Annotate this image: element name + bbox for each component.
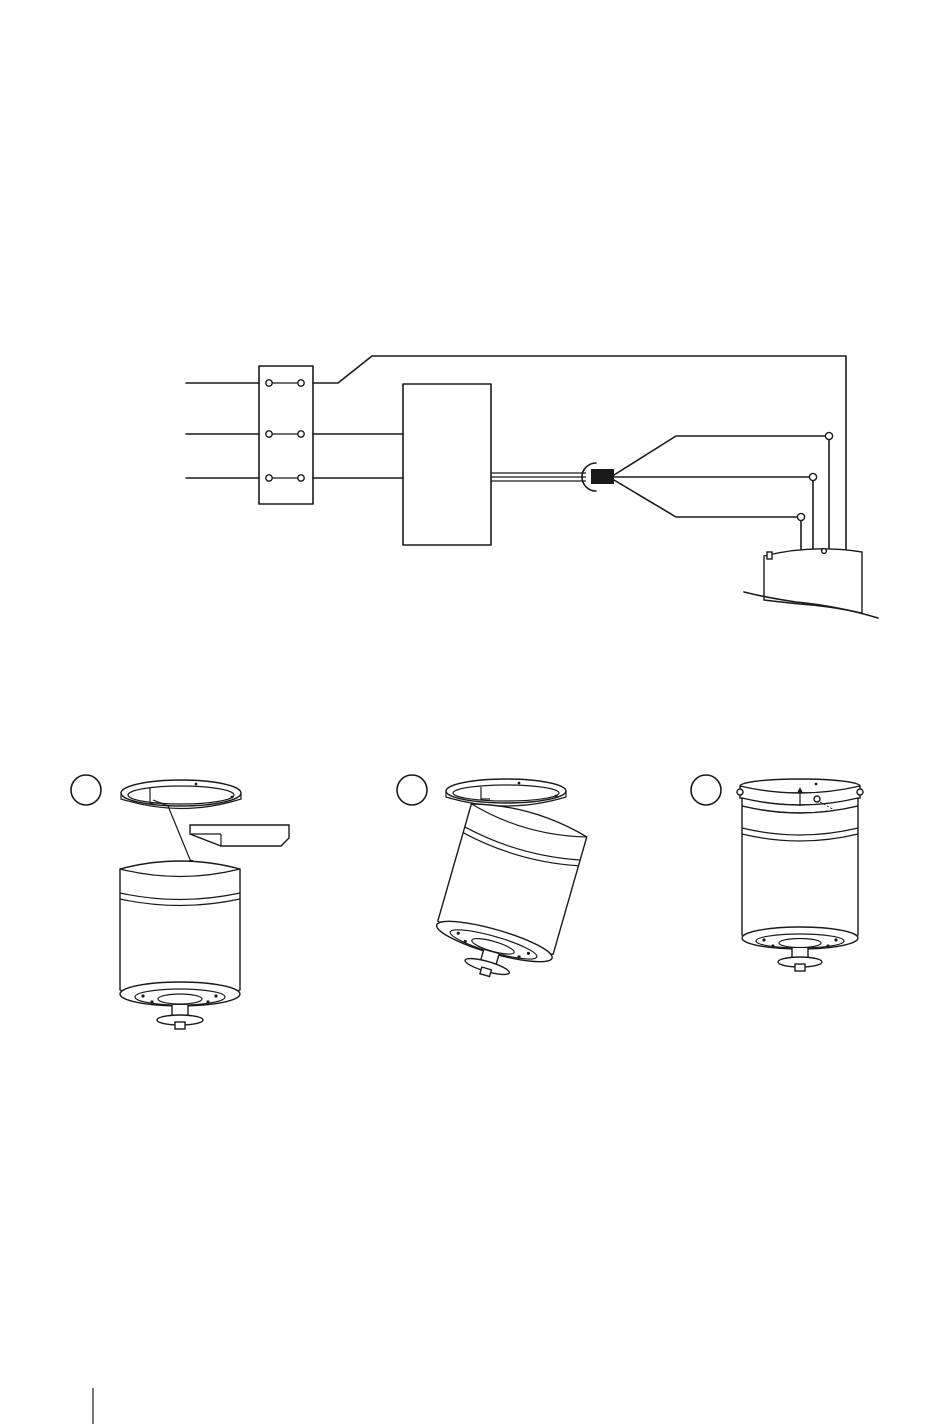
step-1-marker <box>71 775 101 805</box>
step-1-illustration <box>71 775 289 1029</box>
motor-body-1 <box>120 861 240 1029</box>
step-3-marker <box>691 775 721 805</box>
safety-cable-1 <box>153 800 191 862</box>
wiring-diagram <box>186 356 878 618</box>
fan-lead-3 <box>614 480 801 551</box>
motor-body-2 <box>427 796 589 992</box>
terminal-row-3 <box>266 475 304 481</box>
mounting-ring-1 <box>121 780 241 809</box>
connector-plug <box>591 469 614 484</box>
bypass-wire <box>313 356 846 551</box>
fan-motor-housing <box>744 549 878 618</box>
motor-body-3 <box>737 779 863 971</box>
lead-terminal-3 <box>797 513 804 520</box>
terminal-row-1 <box>266 380 304 386</box>
step-3-illustration <box>691 775 863 971</box>
mounting-ring-2 <box>446 779 566 806</box>
step-2-illustration <box>397 775 589 992</box>
terminal-row-2 <box>266 431 304 437</box>
fan-lead-1 <box>614 436 829 551</box>
lead-terminal-2 <box>809 473 816 480</box>
fan-lead-2 <box>614 477 813 551</box>
step-2-marker <box>397 775 427 805</box>
lead-terminal-1 <box>825 432 832 439</box>
receiver-box <box>403 384 491 545</box>
canopy-wedge <box>190 825 289 846</box>
